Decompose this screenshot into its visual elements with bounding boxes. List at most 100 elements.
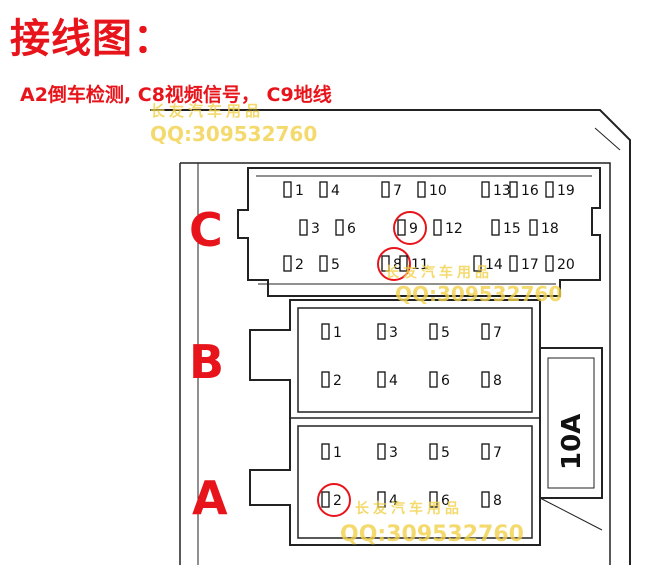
pin-slot xyxy=(481,181,490,198)
pin-a-6: 6 xyxy=(429,491,450,509)
pin-slot xyxy=(429,371,438,388)
pin-slot xyxy=(283,181,292,198)
watermark-qq: QQ:309532760 xyxy=(340,522,524,547)
pin-number: 8 xyxy=(493,493,502,509)
pin-slot xyxy=(545,181,554,198)
pin-c-18: 18 xyxy=(529,219,559,237)
pin-number: 6 xyxy=(441,493,450,509)
pin-b-4: 4 xyxy=(377,371,398,389)
pin-slot xyxy=(481,491,490,508)
pin-number: 18 xyxy=(541,221,559,237)
pin-c-13: 13 xyxy=(481,181,511,199)
pin-c-20: 20 xyxy=(545,255,575,273)
pin-number: 3 xyxy=(389,445,398,461)
pin-slot xyxy=(321,443,330,460)
pin-number: 10 xyxy=(429,183,447,199)
pin-slot xyxy=(491,219,500,236)
pin-c-9: 9 xyxy=(393,211,427,245)
pin-slot xyxy=(319,181,328,198)
pin-c-19: 19 xyxy=(545,181,575,199)
pin-number: 13 xyxy=(493,183,511,199)
pin-slot xyxy=(377,443,386,460)
pin-b-5: 5 xyxy=(429,323,450,341)
pin-slot xyxy=(381,255,390,272)
pin-slot xyxy=(377,371,386,388)
pin-c-6: 6 xyxy=(335,219,356,237)
pin-number: 3 xyxy=(311,221,320,237)
pin-slot xyxy=(283,255,292,272)
pin-c-4: 4 xyxy=(319,181,340,199)
pin-number: 7 xyxy=(493,325,502,341)
block-label-a: A xyxy=(192,471,228,525)
pin-slot xyxy=(509,255,518,272)
pin-number: 20 xyxy=(557,257,575,273)
pin-number: 1 xyxy=(333,445,342,461)
pin-a-4: 4 xyxy=(377,491,398,509)
pin-slot xyxy=(509,181,518,198)
pin-slot xyxy=(429,491,438,508)
pin-number: 7 xyxy=(493,445,502,461)
pin-c-14: 14 xyxy=(473,255,503,273)
pin-c-2: 2 xyxy=(283,255,304,273)
pin-a-8: 8 xyxy=(481,491,502,509)
pin-c-12: 12 xyxy=(433,219,463,237)
pin-c-3: 3 xyxy=(299,219,320,237)
pin-number: 17 xyxy=(521,257,539,273)
fuse-holder xyxy=(539,347,603,531)
pin-number: 2 xyxy=(295,257,304,273)
pin-number: 9 xyxy=(409,221,418,237)
pin-slot xyxy=(417,181,426,198)
pin-slot xyxy=(399,255,408,272)
pin-b-7: 7 xyxy=(481,323,502,341)
watermark-text: 长友汽车用品 xyxy=(150,102,265,120)
pin-a-2: 2 xyxy=(317,483,351,517)
pin-number: 5 xyxy=(441,325,450,341)
watermark-text: 长友汽车用品 xyxy=(355,501,463,517)
pin-number: 5 xyxy=(441,445,450,461)
pin-number: 8 xyxy=(393,257,402,273)
pin-c-11: 11 xyxy=(399,255,429,273)
pin-number: 4 xyxy=(331,183,340,199)
pin-slot xyxy=(319,255,328,272)
pin-slot xyxy=(529,219,538,236)
pin-c-7: 7 xyxy=(381,181,402,199)
pin-function-subtitle: A2倒车检测, C8视频信号， C9地线 xyxy=(20,84,332,106)
highlight-circle xyxy=(393,211,427,245)
pin-slot xyxy=(377,323,386,340)
page-title: 接线图： xyxy=(10,16,174,62)
pin-slot xyxy=(321,371,330,388)
pin-number: 4 xyxy=(389,493,398,509)
pin-number: 6 xyxy=(441,373,450,389)
connector-housing xyxy=(150,109,631,565)
block-label-c: C xyxy=(189,203,223,257)
pin-number: 1 xyxy=(333,325,342,341)
pin-a-1: 1 xyxy=(321,443,342,461)
pin-number: 11 xyxy=(411,257,429,273)
pin-number: 6 xyxy=(347,221,356,237)
pin-number: 14 xyxy=(485,257,503,273)
pin-c-8: 8 xyxy=(377,247,411,281)
pin-slot xyxy=(397,219,406,236)
pin-number: 1 xyxy=(295,183,304,199)
pin-slot xyxy=(377,491,386,508)
pin-b-8: 8 xyxy=(481,371,502,389)
block-ab-housing xyxy=(249,299,541,546)
pin-slot xyxy=(321,491,330,508)
watermark-qq: QQ:309532760 xyxy=(150,122,318,146)
pin-slot xyxy=(299,219,308,236)
pin-slot xyxy=(429,323,438,340)
pin-number: 2 xyxy=(333,493,342,509)
pin-b-6: 6 xyxy=(429,371,450,389)
pin-slot xyxy=(321,323,330,340)
pin-number: 4 xyxy=(389,373,398,389)
pin-slot xyxy=(433,219,442,236)
pin-c-10: 10 xyxy=(417,181,447,199)
pin-a-7: 7 xyxy=(481,443,502,461)
pin-number: 2 xyxy=(333,373,342,389)
pin-slot xyxy=(429,443,438,460)
pin-c-15: 15 xyxy=(491,219,521,237)
highlight-circle xyxy=(317,483,351,517)
pin-b-3: 3 xyxy=(377,323,398,341)
